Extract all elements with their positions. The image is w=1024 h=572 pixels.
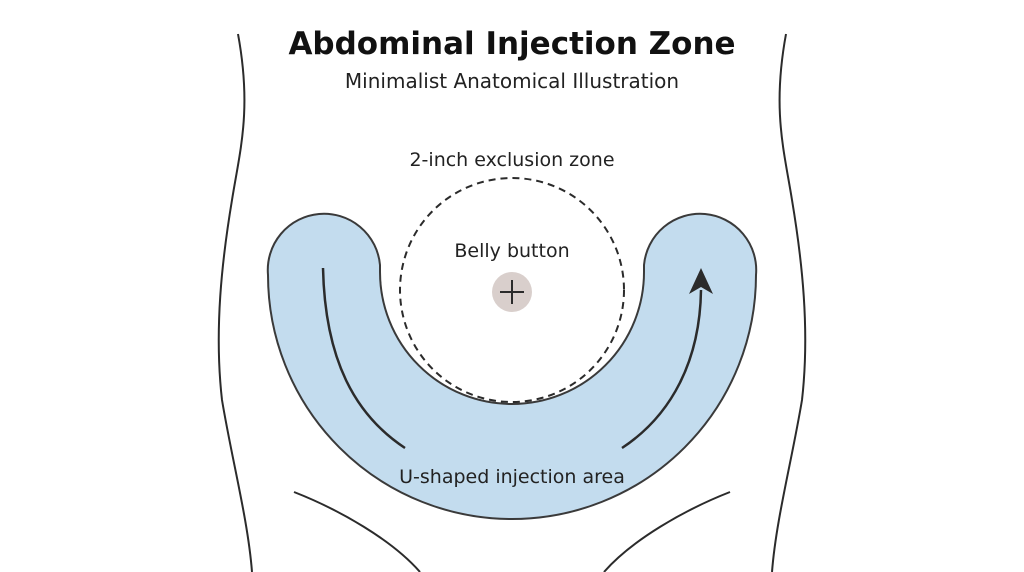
torso-right-outline bbox=[771, 33, 807, 572]
belly-button-label: Belly button bbox=[454, 240, 569, 262]
injection-direction-path-right bbox=[621, 289, 703, 450]
injection-direction-path bbox=[321, 267, 406, 450]
arrow-up-icon bbox=[689, 268, 713, 294]
groin-right-line bbox=[603, 491, 731, 572]
groin-left-line bbox=[293, 491, 421, 572]
torso-left-outline bbox=[217, 33, 253, 572]
injection-area-label: U-shaped injection area bbox=[399, 466, 625, 488]
injection-area-shape bbox=[266, 212, 758, 520]
exclusion-zone-label: 2-inch exclusion zone bbox=[409, 149, 614, 171]
exclusion-zone-circle bbox=[399, 177, 625, 403]
page-subtitle: Minimalist Anatomical Illustration bbox=[344, 69, 680, 93]
page-title: Abdominal Injection Zone bbox=[288, 26, 736, 62]
